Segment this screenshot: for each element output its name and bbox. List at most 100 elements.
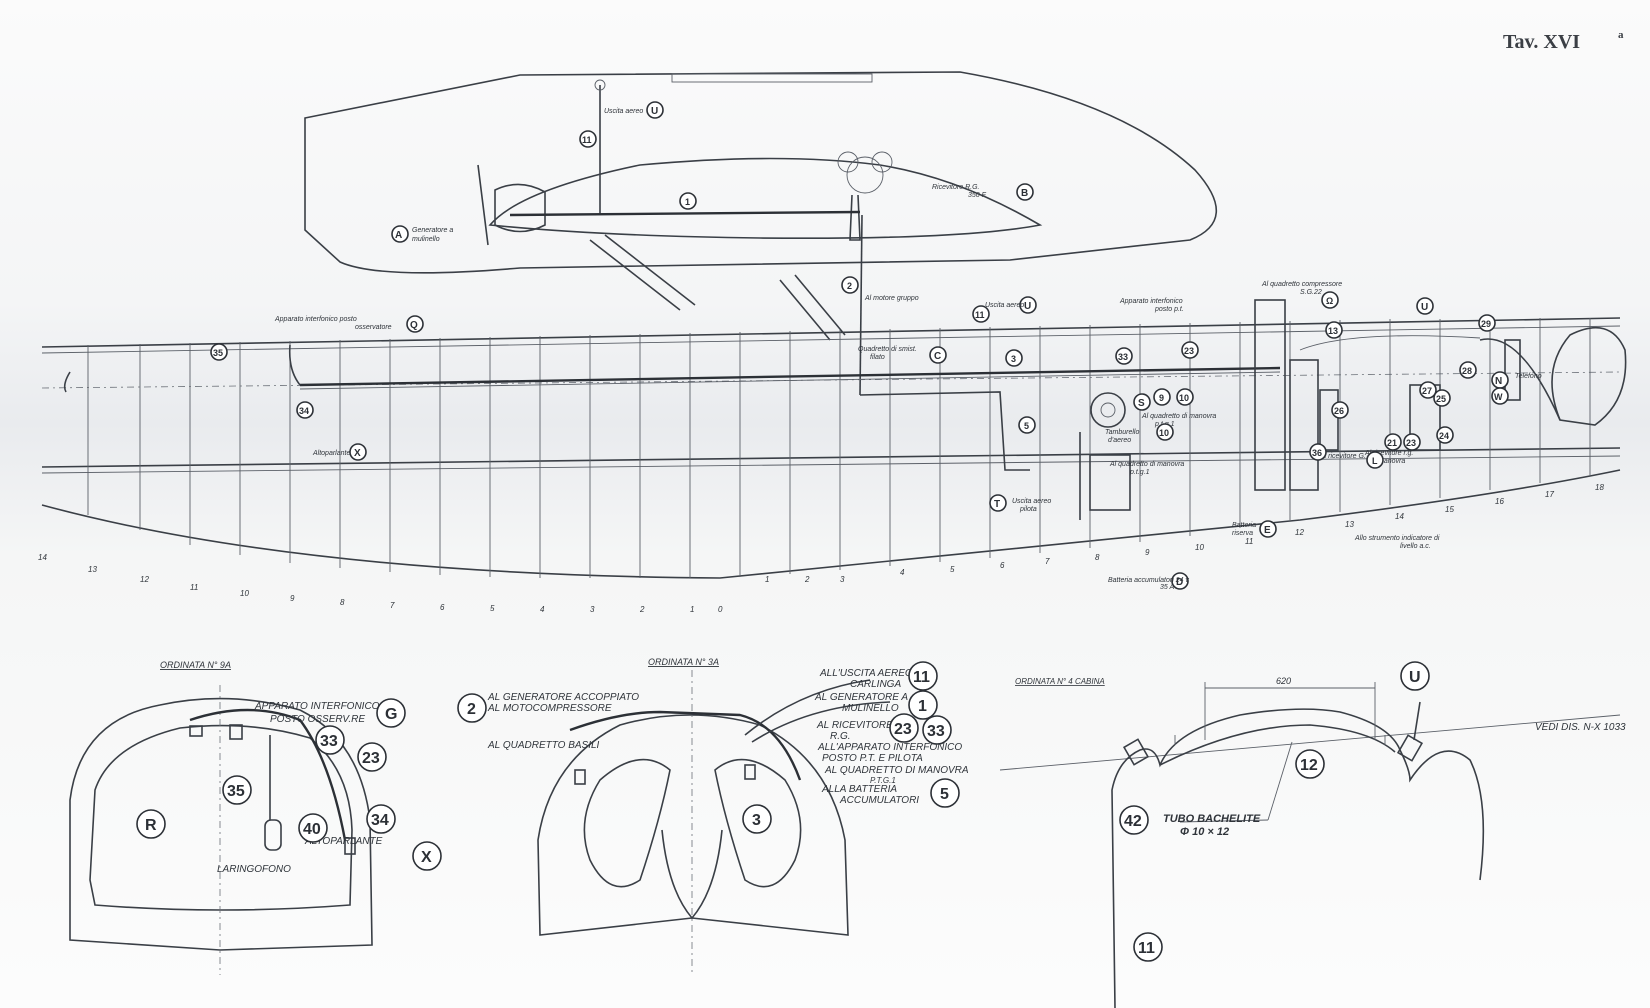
svg-text:ACCUMULATORI: ACCUMULATORI (839, 795, 919, 806)
svg-text:5: 5 (1024, 421, 1029, 431)
svg-text:5: 5 (490, 604, 495, 613)
svg-text:2: 2 (467, 701, 476, 718)
svg-text:42: 42 (1124, 813, 1142, 830)
svg-text:X: X (421, 849, 432, 866)
svg-text:10: 10 (1179, 393, 1189, 403)
svg-text:34: 34 (371, 812, 389, 829)
svg-text:S.G.22: S.G.22 (1300, 289, 1322, 296)
svg-text:X: X (354, 448, 361, 459)
svg-text:5: 5 (940, 786, 949, 803)
svg-text:Al ricevitore r.g.: Al ricevitore r.g. (1364, 450, 1413, 457)
svg-text:N: N (1495, 376, 1502, 387)
svg-text:posto p.t.: posto p.t. (1154, 306, 1184, 313)
svg-text:C: C (934, 351, 941, 362)
svg-text:d'aereo: d'aereo (1108, 437, 1131, 444)
svg-text:29: 29 (1481, 319, 1491, 329)
section-ordinata-3a: ORDINATA N° 3A AL GENERATORE ACCOPPIATO … (457, 657, 969, 975)
svg-text:Quadretto di smist.: Quadretto di smist. (858, 346, 917, 353)
svg-text:3: 3 (840, 575, 845, 584)
svg-text:AL RICEVITORE: AL RICEVITORE (816, 720, 893, 731)
svg-text:Batteria: Batteria (1232, 522, 1256, 529)
svg-text:5: 5 (950, 565, 955, 574)
svg-text:AL QUADRETTO DI MANOVRA: AL QUADRETTO DI MANOVRA (824, 765, 969, 776)
svg-text:APPARATO INTERFONICO: APPARATO INTERFONICO (254, 701, 380, 712)
svg-text:MULINELLO: MULINELLO (842, 703, 899, 714)
svg-text:AL GENERATORE ACCOPPIATO: AL GENERATORE ACCOPPIATO (487, 692, 639, 703)
svg-text:R.G.: R.G. (830, 731, 851, 742)
svg-text:3: 3 (1011, 354, 1016, 364)
section1-title: ORDINATA N° 9A (160, 660, 231, 670)
svg-text:AL QUADRETTO BASILI: AL QUADRETTO BASILI (487, 740, 600, 751)
section3-title: ORDINATA N° 4 CABINA (1015, 677, 1105, 686)
svg-text:p.t.g.1: p.t.g.1 (1129, 469, 1150, 476)
svg-text:ALTOPARLANTE: ALTOPARLANTE (304, 836, 383, 847)
svg-text:13: 13 (1328, 326, 1338, 336)
svg-text:24: 24 (1439, 431, 1449, 441)
svg-text:Tamburello: Tamburello (1105, 429, 1139, 436)
svg-text:6: 6 (440, 603, 445, 612)
svg-text:25: 25 (1436, 394, 1446, 404)
svg-text:40: 40 (303, 821, 321, 838)
svg-text:3: 3 (752, 812, 761, 829)
svg-text:Uscita aereo: Uscita aereo (1012, 498, 1051, 505)
svg-text:11: 11 (190, 583, 198, 592)
svg-text:Ricevitore R.G.: Ricevitore R.G. (932, 184, 980, 191)
svg-text:33: 33 (927, 723, 945, 740)
svg-text:ALL'USCITA AEREO: ALL'USCITA AEREO (819, 668, 913, 679)
svg-text:9: 9 (1159, 393, 1164, 403)
svg-text:LARINGOFONO: LARINGOFONO (217, 864, 291, 875)
svg-text:1: 1 (765, 575, 769, 584)
svg-text:G: G (385, 706, 397, 723)
svg-text:U: U (1409, 669, 1421, 686)
svg-text:pilota: pilota (1019, 506, 1037, 513)
svg-text:11: 11 (975, 310, 985, 320)
svg-text:35 A: 35 A (1160, 584, 1174, 591)
svg-text:13: 13 (88, 565, 97, 574)
svg-text:U: U (1024, 301, 1031, 312)
svg-text:Al ricevitore G.: Al ricevitore G. (1319, 453, 1366, 460)
svg-text:Q: Q (410, 320, 418, 331)
svg-text:Apparato interfonico: Apparato interfonico (1119, 298, 1183, 305)
svg-text:mulinello: mulinello (412, 236, 440, 243)
svg-text:manovra: manovra (1378, 458, 1405, 465)
svg-text:23: 23 (1184, 346, 1194, 356)
svg-text:A: A (395, 230, 402, 241)
svg-text:livello a.c.: livello a.c. (1400, 543, 1431, 550)
svg-text:Allo strumento indicatore di: Allo strumento indicatore di (1354, 535, 1440, 542)
svg-text:6: 6 (1000, 561, 1005, 570)
svg-text:10: 10 (240, 589, 249, 598)
svg-text:riserva: riserva (1232, 530, 1253, 537)
svg-text:TUBO BACHELITE: TUBO BACHELITE (1163, 813, 1261, 825)
svg-text:10: 10 (1159, 428, 1169, 438)
svg-text:4: 4 (900, 568, 905, 577)
svg-text:1: 1 (918, 698, 927, 715)
svg-text:1: 1 (690, 605, 694, 614)
section-ordinata-9a: ORDINATA N° 9A APPARATO INTERFONICO POST… (69, 660, 442, 975)
sheet-title-sup: a (1618, 29, 1624, 41)
svg-text:23: 23 (1406, 438, 1416, 448)
svg-text:R: R (145, 817, 157, 834)
svg-text:Telefono: Telefono (1515, 373, 1542, 380)
svg-text:U: U (651, 106, 658, 117)
svg-text:Altoparlante: Altoparlante (312, 450, 350, 457)
svg-text:Al quadretto di manovra: Al quadretto di manovra (1141, 413, 1216, 420)
svg-text:17: 17 (1545, 490, 1554, 499)
svg-text:4: 4 (540, 605, 545, 614)
svg-text:11: 11 (1138, 940, 1155, 957)
svg-text:26: 26 (1334, 406, 1344, 416)
svg-text:Al motore gruppo: Al motore gruppo (864, 295, 919, 302)
nacelle-outline (304, 71, 1218, 396)
svg-text:33: 33 (320, 733, 338, 750)
svg-text:23: 23 (362, 750, 380, 767)
svg-text:POSTO OSSERV.RE: POSTO OSSERV.RE (270, 714, 365, 725)
svg-text:ALLA BATTERIA: ALLA BATTERIA (821, 784, 897, 795)
svg-text:12: 12 (1295, 528, 1304, 537)
svg-text:36: 36 (1312, 448, 1322, 458)
svg-text:B: B (1021, 188, 1028, 199)
svg-text:18: 18 (1595, 483, 1604, 492)
svg-text:Uscita aereo: Uscita aereo (604, 108, 643, 115)
svg-text:23: 23 (894, 721, 912, 738)
svg-text:7: 7 (390, 601, 395, 610)
